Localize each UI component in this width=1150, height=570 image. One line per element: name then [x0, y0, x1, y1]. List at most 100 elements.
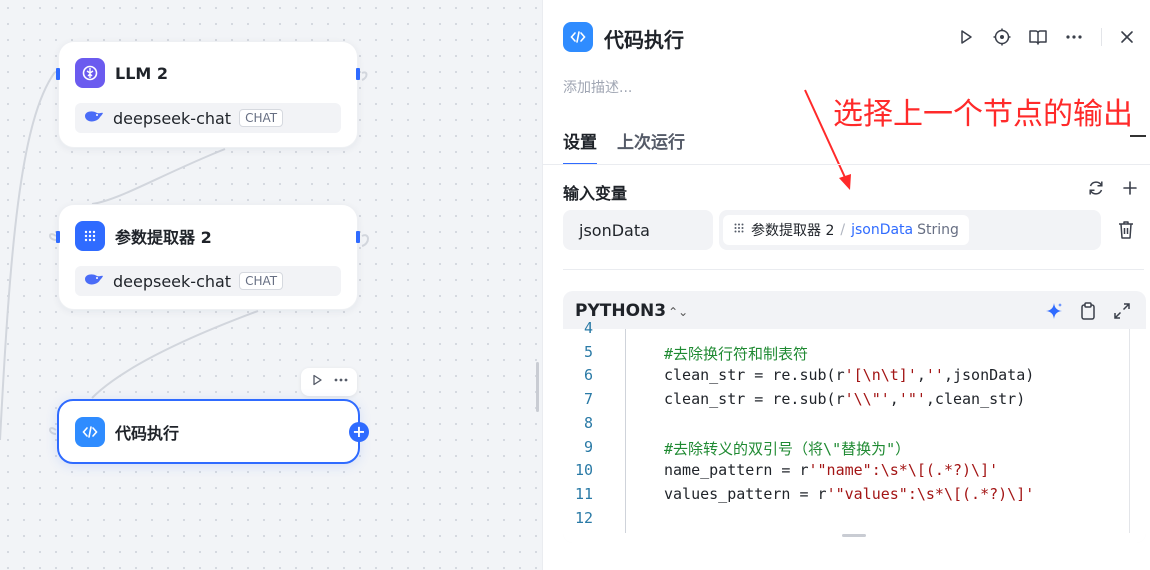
input-variables-actions	[1086, 178, 1140, 202]
deepseek-whale-icon	[83, 108, 105, 128]
code-token: values_pattern = r	[664, 484, 827, 503]
node-title: LLM 2	[115, 63, 169, 83]
chevron-updown-icon: ⌃⌄	[668, 305, 689, 319]
output-handle[interactable]	[356, 68, 360, 80]
node-mini-toolbar	[301, 368, 357, 396]
help-docs-icon[interactable]	[1027, 26, 1049, 48]
panel-resize-handle[interactable]	[536, 362, 539, 412]
code-token: ,clean_str)	[925, 390, 1026, 409]
node-parameter-extractor[interactable]: 参数提取器 2 deepseek-chat CHAT	[56, 204, 360, 310]
sync-icon[interactable]	[1086, 178, 1106, 202]
panel-title[interactable]: 代码执行	[604, 28, 684, 52]
source-node-name: 参数提取器 2	[751, 223, 835, 239]
input-variables-title: 输入变量	[563, 184, 628, 203]
variable-reference-pill[interactable]: 参数提取器 2 / jsonData String	[723, 215, 969, 245]
code-icon	[75, 417, 105, 447]
code-line[interactable]: #去除转义的双引号（将\"替换为"）	[664, 438, 910, 459]
code-token: name_pattern = r	[664, 461, 809, 480]
output-handle[interactable]	[356, 231, 360, 243]
locate-node-icon[interactable]	[991, 26, 1013, 48]
variable-reference-selector[interactable]: 参数提取器 2 / jsonData String	[719, 210, 1101, 250]
panel-actions	[941, 26, 1138, 48]
add-next-node-button[interactable]: +	[349, 422, 369, 442]
language-selector[interactable]: PYTHON3⌃⌄	[575, 301, 688, 321]
model-selector[interactable]: deepseek-chat CHAT	[75, 103, 341, 133]
edge-param-in	[49, 233, 57, 241]
code-token: ,	[916, 366, 926, 385]
scrollbar[interactable]	[1129, 329, 1130, 533]
code-line[interactable]: values_pattern = r'"values":\s*\[(.*?)\]…	[664, 485, 1034, 503]
code-string: '[\n\t]'	[844, 366, 917, 385]
edge-param-out	[361, 234, 369, 247]
model-name: deepseek-chat	[113, 108, 232, 128]
path-separator: /	[840, 222, 846, 238]
node-title: 代码执行	[115, 424, 180, 443]
panel-tabs: 设置 上次运行	[563, 128, 685, 165]
line-number: 8	[583, 413, 593, 432]
node-llm2[interactable]: LLM 2 deepseek-chat CHAT	[56, 41, 360, 148]
code-line[interactable]: #去除换行符和制表符	[664, 343, 808, 364]
code-string: '\\"'	[844, 390, 890, 409]
run-step-icon[interactable]	[955, 26, 977, 48]
model-name: deepseek-chat	[113, 271, 232, 291]
code-token: ,	[889, 390, 899, 409]
ai-generate-icon[interactable]	[1044, 301, 1064, 325]
variable-name-input[interactable]: jsonData	[563, 210, 713, 250]
tab-settings[interactable]: 设置	[563, 128, 597, 165]
parameter-extractor-icon	[75, 221, 105, 251]
variable-type: String	[917, 222, 959, 238]
llm-brain-icon	[75, 58, 105, 88]
copy-icon[interactable]	[1078, 301, 1098, 325]
node-title: 参数提取器 2	[115, 228, 212, 247]
language-label: PYTHON3	[575, 301, 667, 321]
node-code-execution[interactable]: 代码执行 +	[57, 399, 369, 464]
line-number: 4	[583, 319, 593, 337]
code-line[interactable]: clean_str = re.sub(r'\\"','"',clean_str)	[664, 390, 1025, 408]
line-number: 5	[583, 342, 593, 361]
editor-actions	[1044, 301, 1132, 325]
divider	[563, 269, 1144, 270]
annotation-arrow	[804, 89, 851, 190]
source-variable-name: jsonData	[851, 222, 914, 238]
edge-llm2-to-param	[91, 148, 226, 205]
code-string: '"name":\s*\[(.*?)\]'	[808, 461, 999, 480]
edge-llm2-out	[361, 71, 368, 81]
line-number: 11	[574, 484, 593, 503]
model-mode-tag: CHAT	[239, 272, 284, 290]
workflow-canvas[interactable]: LLM 2 deepseek-chat CHAT 参数提取器 2 deepsee…	[0, 0, 542, 570]
tab-last-run[interactable]: 上次运行	[617, 133, 685, 153]
editor-resize-handle[interactable]	[842, 534, 866, 537]
line-number: 12	[574, 508, 593, 527]
node-settings-panel: 代码执行 添加描述... 选择上一个节点的输出 设置 上次运行 输入变量	[542, 0, 1150, 570]
model-selector[interactable]: deepseek-chat CHAT	[75, 266, 341, 296]
divider	[543, 164, 1150, 165]
model-mode-tag: CHAT	[239, 109, 284, 127]
line-number: 10	[574, 461, 593, 480]
more-options-icon[interactable]	[1063, 26, 1085, 48]
code-token: clean_str = re.sub(r	[664, 390, 845, 409]
divider	[1101, 28, 1102, 46]
scrollbar-thumb[interactable]	[1130, 135, 1146, 137]
code-line[interactable]: name_pattern = r'"name":\s*\[(.*?)\]'	[664, 461, 998, 479]
close-icon[interactable]	[1116, 26, 1138, 48]
edge-param-to-code	[91, 310, 259, 399]
code-string: ''	[925, 366, 944, 385]
input-handle[interactable]	[56, 68, 60, 80]
edge-code-in	[49, 427, 57, 435]
input-handle[interactable]	[56, 231, 60, 243]
add-variable-icon[interactable]	[1120, 178, 1140, 202]
code-string: '"values":\s*\[(.*?)\]'	[826, 484, 1035, 503]
code-line[interactable]: clean_str = re.sub(r'[\n\t]','',jsonData…	[664, 366, 1034, 384]
description-input[interactable]: 添加描述...	[563, 80, 633, 96]
code-string: '"'	[898, 390, 926, 409]
indent-guide	[625, 329, 626, 533]
delete-variable-icon[interactable]	[1116, 219, 1136, 245]
edge-layer	[0, 71, 369, 441]
line-number: 7	[583, 390, 593, 409]
run-node-icon[interactable]	[310, 373, 324, 391]
more-options-icon[interactable]	[333, 373, 349, 391]
parameter-extractor-icon	[733, 222, 745, 238]
expand-icon[interactable]	[1112, 301, 1132, 325]
